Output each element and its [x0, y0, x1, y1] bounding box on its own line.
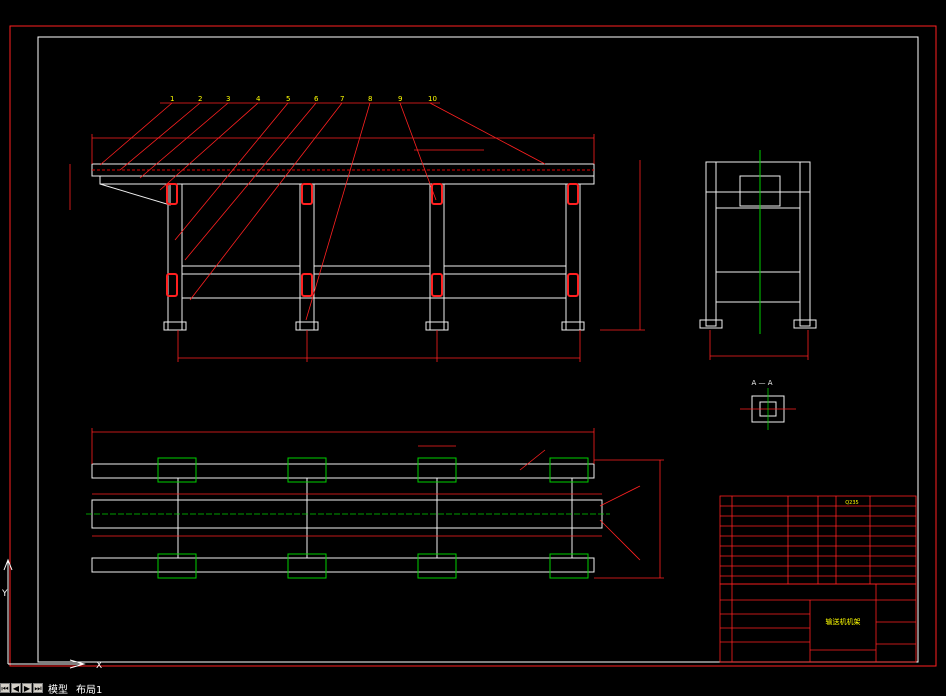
callout-number: 1 [170, 95, 174, 103]
callout-number: 9 [398, 95, 402, 103]
callout-numbers: 1 2 3 4 5 6 7 8 9 10 [170, 95, 437, 103]
drawing-title: 输送机机架 [826, 617, 861, 626]
callout-number: 4 [256, 95, 261, 103]
section-label: A — A [751, 379, 772, 387]
side-view [699, 161, 817, 329]
tab-model[interactable]: 模型 [48, 684, 68, 696]
layout-tab-strip: ⏮ ◀ ▶ ⏭ 模型 布局1 [0, 682, 946, 696]
callout-number: 10 [428, 95, 437, 103]
front-view [91, 163, 595, 331]
callout-number: 3 [226, 95, 230, 103]
callout-number: 5 [286, 95, 290, 103]
callout-number: 8 [368, 95, 372, 103]
front-view-brackets [166, 183, 579, 297]
ucs-y-label: Y [1, 589, 8, 599]
callout-number: 6 [314, 95, 319, 103]
bom-table [719, 495, 917, 662]
front-view-dimensions [69, 134, 645, 362]
drawing-frame [37, 36, 919, 663]
top-view-dimensions [91, 428, 664, 579]
title-block [719, 583, 917, 663]
callout-leaders [99, 102, 546, 321]
first-tab-icon[interactable]: ⏮ [0, 683, 10, 693]
top-view [91, 463, 603, 573]
material-label: Q235 [845, 500, 858, 506]
section-a-a: A — A [740, 379, 796, 430]
sheet-border [9, 25, 937, 667]
last-tab-icon[interactable]: ⏭ [33, 683, 43, 693]
side-view-dimensions [709, 330, 809, 360]
ucs-icon [3, 558, 86, 669]
top-view-mounts [157, 457, 589, 579]
ucs-x-label: X [96, 661, 102, 671]
next-tab-icon[interactable]: ▶ [22, 683, 32, 693]
prev-tab-icon[interactable]: ◀ [11, 683, 21, 693]
callout-number: 7 [340, 95, 344, 103]
tab-layout1[interactable]: 布局1 [76, 684, 103, 696]
callout-number: 2 [198, 95, 202, 103]
